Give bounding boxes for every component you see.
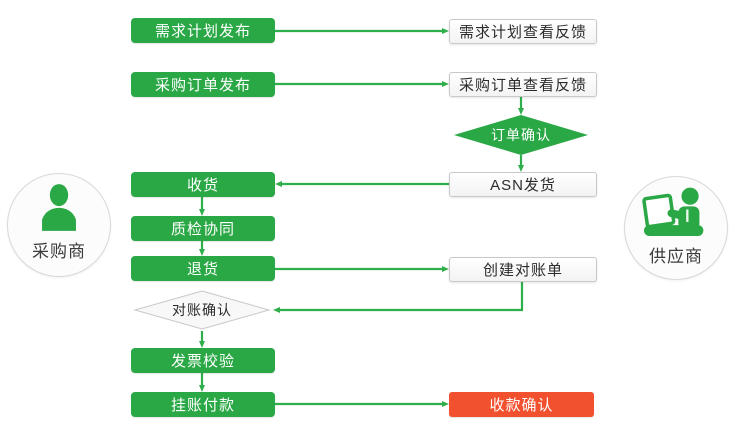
node-invoice-check: 发票校验 [131,348,275,373]
person-laptop-icon [642,187,704,236]
node-label: 挂账付款 [170,397,235,414]
diamond-shape [454,115,588,155]
node-create-statement: 创建对账单 [449,257,597,282]
decision-label: 对账确认 [172,302,232,318]
node-label: 质检协同 [170,221,235,238]
node-book-payment: 挂账付款 [131,392,275,417]
actor-buyer: 采购商 [7,173,111,277]
node-asn-ship: ASN发货 [449,172,597,197]
node-po-feedback: 采购订单查看反馈 [449,72,597,97]
decision-order-confirm: 订单确认 [454,115,588,155]
node-label: 采购订单发布 [154,77,251,94]
node-label: 采购订单查看反馈 [458,77,587,94]
node-demand-plan-feedback: 需求计划查看反馈 [449,19,597,44]
decision-label: 订单确认 [491,127,551,143]
node-label: 创建对账单 [482,262,563,279]
node-label: ASN发货 [490,177,556,194]
decision-statement-confirm: 对账确认 [133,290,271,330]
diamond-shape [133,290,271,330]
node-label: 收款确认 [489,397,554,414]
node-return-goods: 退货 [131,256,275,281]
node-receipt-confirm: 收款确认 [449,392,594,417]
node-receive: 收货 [131,172,275,197]
node-quality-collab: 质检协同 [131,216,275,241]
node-po-publish: 采购订单发布 [131,72,275,97]
node-label: 需求计划查看反馈 [458,24,587,41]
node-label: 需求计划发布 [154,23,251,40]
supplier-label: 供应商 [649,247,703,266]
node-demand-plan-publish: 需求计划发布 [131,18,275,43]
buyer-label: 采购商 [32,242,86,261]
person-icon [42,184,76,231]
node-label: 收货 [186,177,219,194]
edge-statement-to-confirm [273,282,524,313]
node-label: 退货 [186,261,219,278]
node-label: 发票校验 [170,353,235,370]
actor-supplier: 供应商 [624,176,728,280]
